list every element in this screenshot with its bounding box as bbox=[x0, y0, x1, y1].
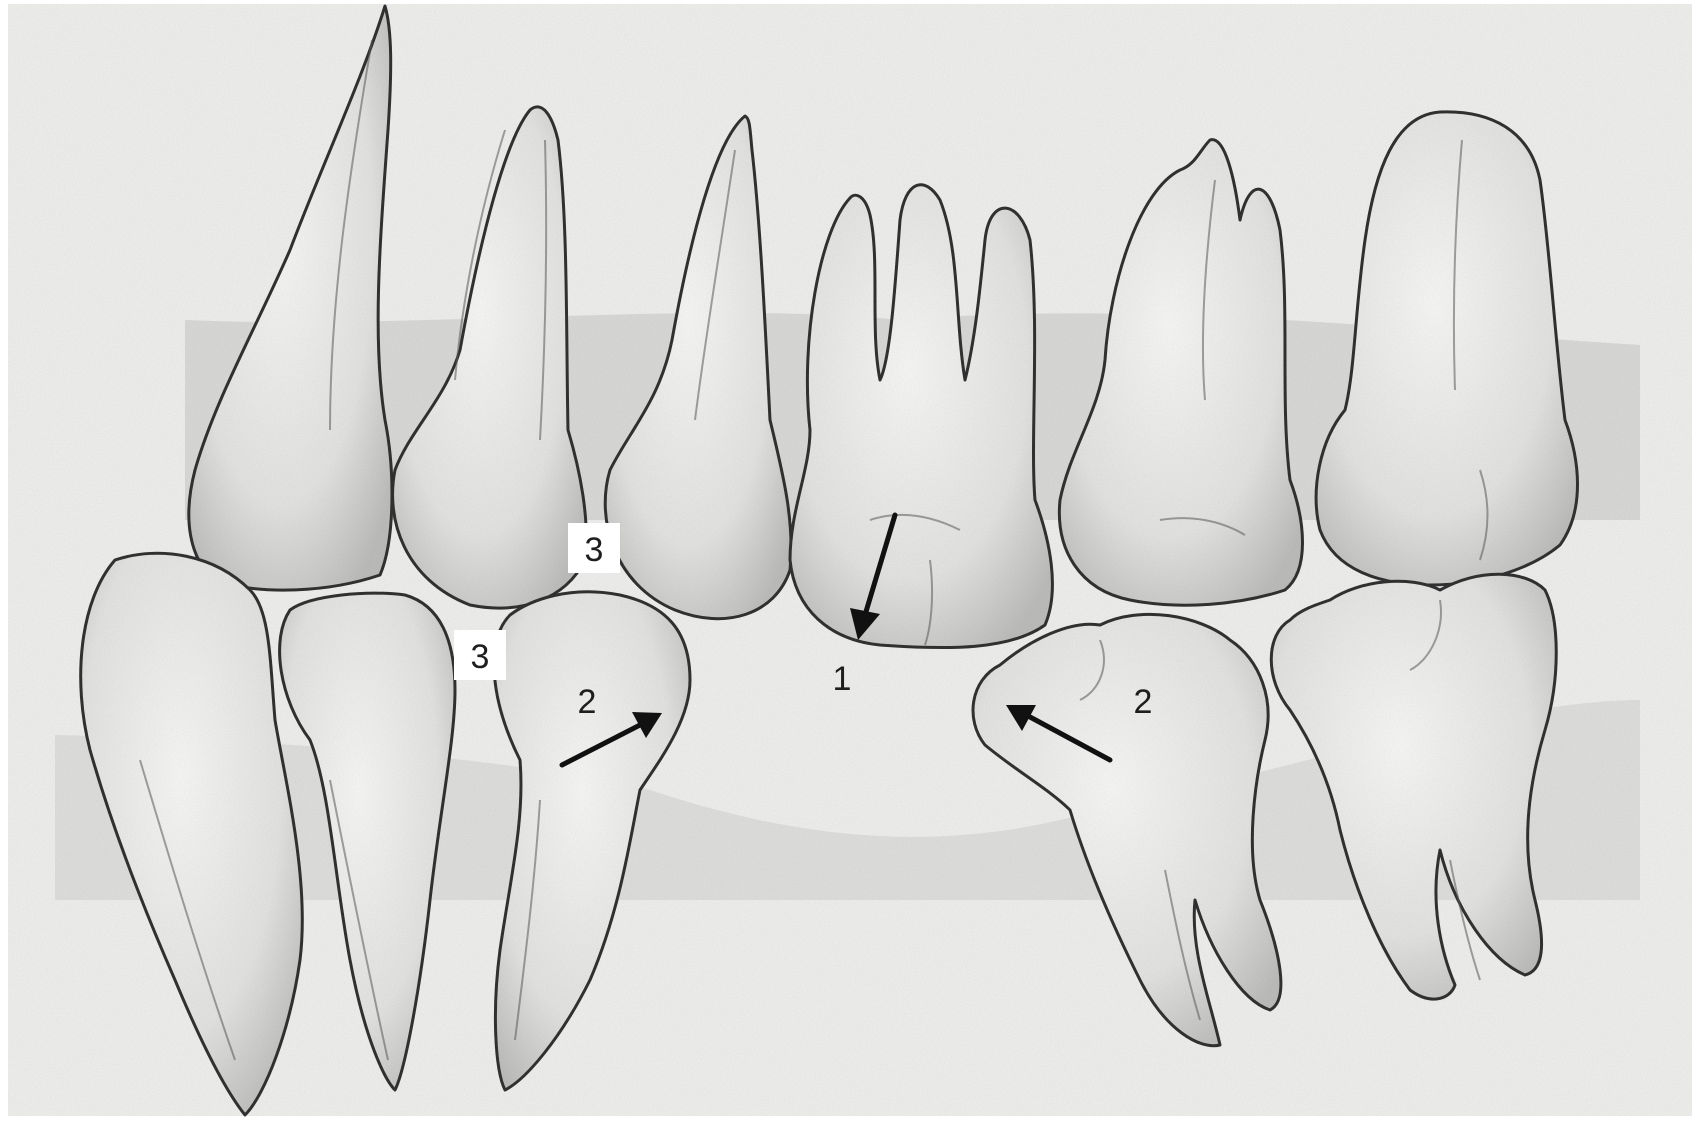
label-movement-2-left: 2 bbox=[578, 683, 597, 721]
svg-text:3: 3 bbox=[471, 638, 490, 676]
pencil-texture-overlay bbox=[8, 4, 1692, 1116]
label-movement-2-right: 2 bbox=[1134, 683, 1153, 721]
label-contact-3-lower: 3 bbox=[454, 630, 506, 680]
label-contact-3-upper: 3 bbox=[568, 523, 620, 573]
label-movement-1: 1 bbox=[833, 660, 852, 698]
svg-text:3: 3 bbox=[585, 531, 604, 569]
